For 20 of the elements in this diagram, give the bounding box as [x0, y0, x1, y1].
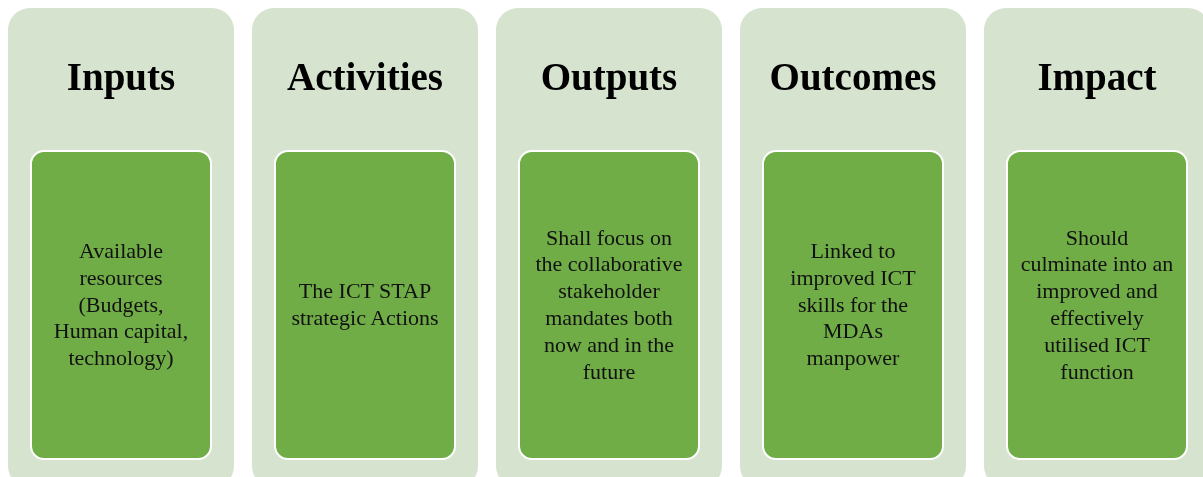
column-panel [252, 8, 478, 477]
column-heading: Outputs [539, 56, 679, 99]
column-panel [984, 8, 1203, 477]
box-text: Linked to improved ICT skills for the MDAs manpower [789, 237, 917, 373]
column-panel [496, 8, 722, 477]
column-heading: Outcomes [768, 56, 938, 99]
column-heading: Inputs [65, 56, 177, 99]
box-text: The ICT STAP strategic Actions [290, 278, 440, 332]
box-text: Shall focus on the collaborative stakeholder mandates both now and in the future [534, 224, 684, 386]
content-box [1006, 150, 1188, 460]
column-heading: Activities [286, 56, 444, 99]
content-box [30, 150, 212, 460]
box-text: Available resources (Budgets, Human capital, technology) [52, 237, 190, 373]
column-panel [8, 8, 234, 477]
column-panel [740, 8, 966, 477]
column-heading: Impact [1036, 56, 1158, 99]
content-box [518, 150, 700, 460]
content-box [274, 150, 456, 460]
box-text: Should culminate into an improved and effectively utilised ICT function [1019, 224, 1175, 386]
content-box [762, 150, 944, 460]
